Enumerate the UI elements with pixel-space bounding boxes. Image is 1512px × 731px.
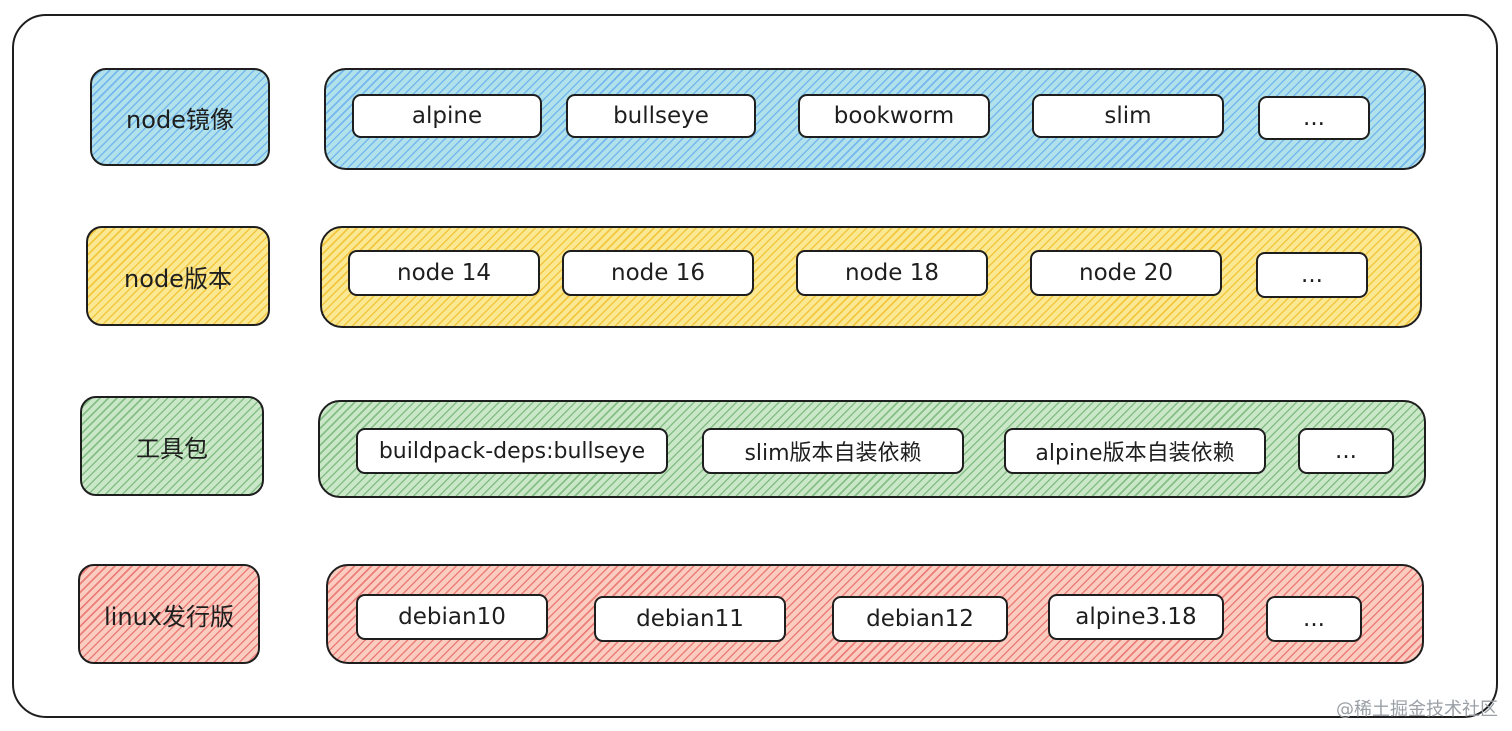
- chip-slim: slim: [1032, 94, 1224, 138]
- chip-alpine3-18: alpine3.18: [1048, 594, 1224, 640]
- chip-node-14: node 14: [348, 250, 540, 296]
- chip-debian10: debian10: [356, 594, 548, 640]
- chip-node-18: node 18: [796, 250, 988, 296]
- chip-more: ...: [1256, 252, 1368, 298]
- row-label-node-version: node版本: [86, 226, 270, 326]
- chip-bookworm: bookworm: [798, 94, 990, 138]
- chip-alpine-deps: alpine版本自装依赖: [1004, 428, 1266, 474]
- chip-more: ...: [1258, 96, 1370, 140]
- chip-node-16: node 16: [562, 250, 754, 296]
- chip-more: ...: [1266, 596, 1362, 642]
- watermark: @稀土掘金技术社区: [1336, 699, 1498, 720]
- diagram-frame: [12, 14, 1498, 718]
- chip-debian11: debian11: [594, 596, 786, 642]
- row-label-toolkit: 工具包: [80, 396, 264, 496]
- row-label-linux-distro: linux发行版: [78, 564, 260, 664]
- chip-buildpack-deps: buildpack-deps:bullseye: [356, 428, 668, 474]
- chip-bullseye: bullseye: [566, 94, 756, 138]
- chip-alpine: alpine: [352, 94, 542, 138]
- chip-debian12: debian12: [832, 596, 1008, 642]
- chip-slim-deps: slim版本自装依赖: [702, 428, 964, 474]
- row-label-node-image: node镜像: [90, 68, 270, 166]
- chip-node-20: node 20: [1030, 250, 1222, 296]
- chip-more: ...: [1298, 428, 1394, 474]
- row-band-node-image: [324, 68, 1426, 170]
